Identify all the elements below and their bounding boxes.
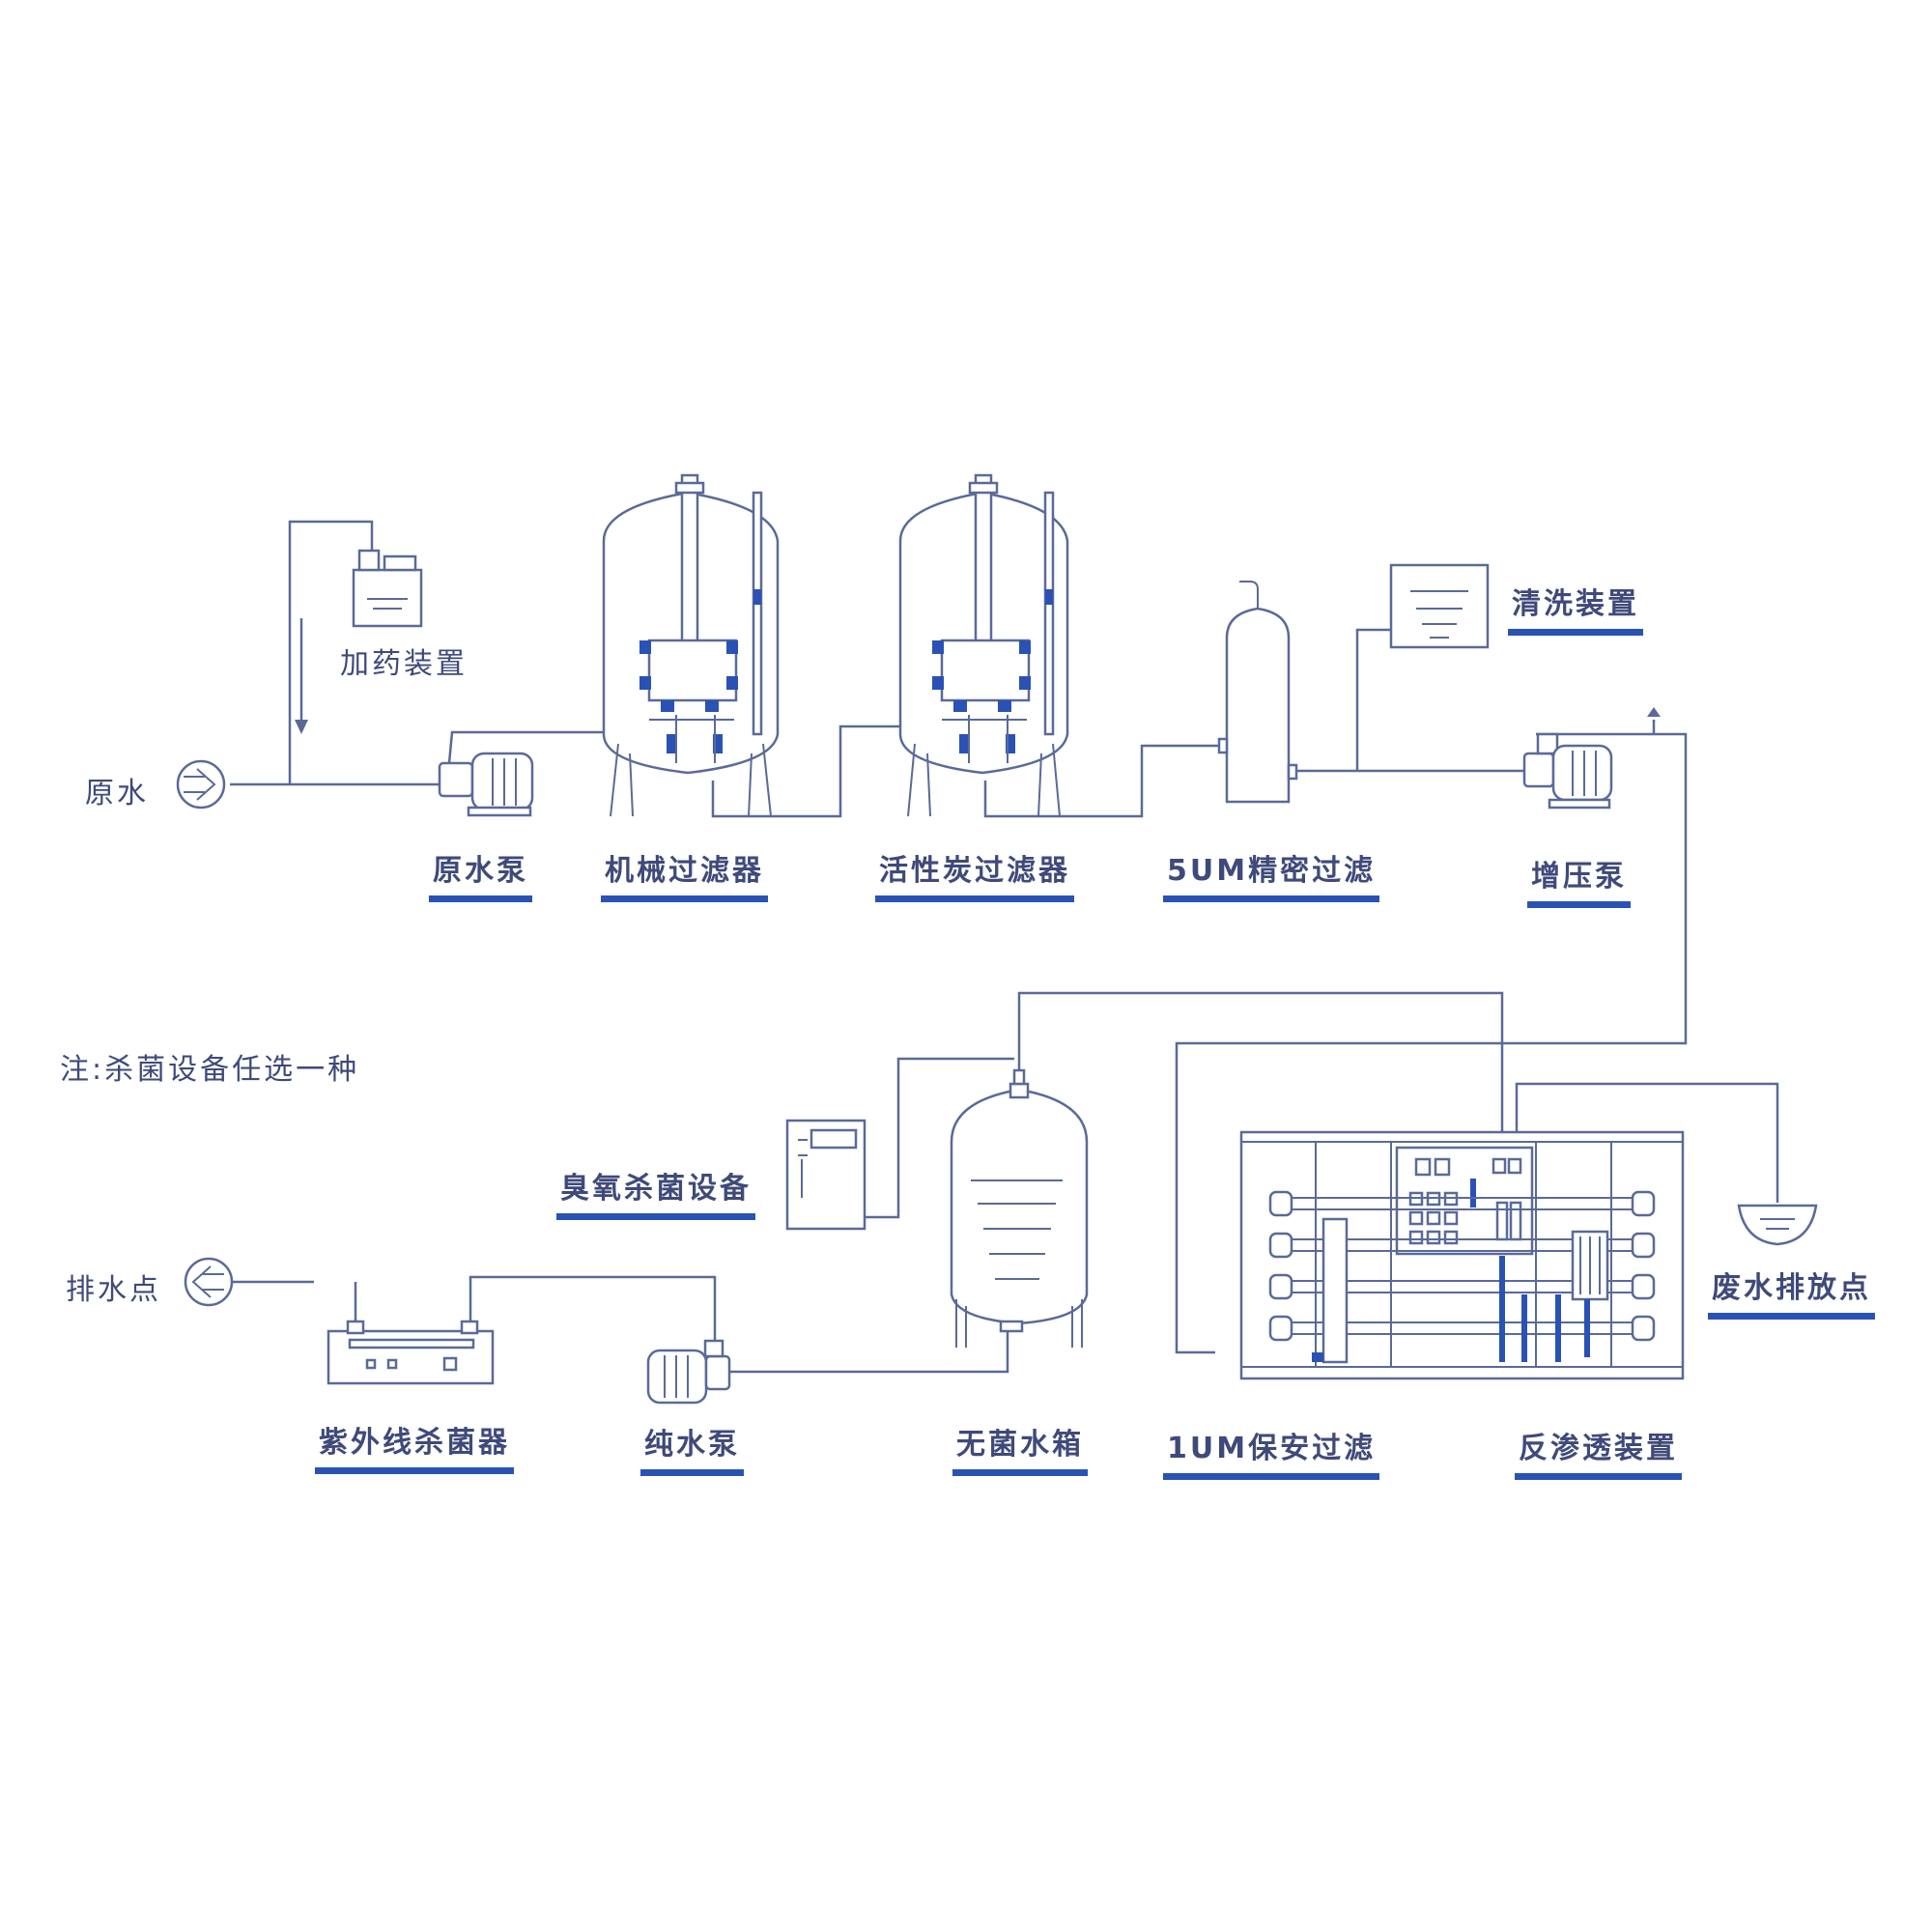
sterile-tank-label: 无菌水箱 [952, 1420, 1088, 1476]
ozone-sterilizer-icon [785, 1119, 867, 1231]
dosing-device-label: 加药装置 [340, 647, 468, 681]
ozone-sterilizer-label: 臭氧杀菌设备 [556, 1164, 755, 1220]
pure-water-pump-label: 纯水泵 [640, 1420, 744, 1476]
raw-water-pump-icon [438, 752, 534, 817]
mechanical-filter-label: 机械过滤器 [601, 846, 768, 902]
raw-water-inlet-icon [176, 759, 226, 810]
uv-sterilizer-label: 紫外线杀菌器 [315, 1418, 514, 1474]
flow-lines [230, 520, 1779, 1374]
security-filter-1um-label: 1UM保安过滤 [1162, 1424, 1380, 1480]
booster-pump-icon [1522, 732, 1613, 810]
uv-sterilizer-icon [327, 1320, 495, 1385]
mechanical-filter-icon [602, 473, 780, 817]
ro-device-icon [1239, 1130, 1685, 1380]
waste-discharge-label: 废水排放点 [1708, 1264, 1875, 1320]
raw-water-pump-label: 原水泵 [429, 846, 532, 902]
ro-device-label: 反渗透装置 [1515, 1424, 1682, 1480]
raw-water-label: 原水 [85, 777, 149, 810]
note-label: 注:杀菌设备任选一种 [60, 1053, 360, 1087]
booster-pump-label: 增压泵 [1527, 852, 1631, 908]
sterile-tank-icon [950, 1068, 1089, 1348]
cleaning-device-label: 清洗装置 [1508, 580, 1643, 636]
precision-filter-5um-label: 5UM精密过滤 [1162, 846, 1380, 902]
carbon-filter-label: 活性炭过滤器 [875, 846, 1074, 902]
cleaning-device-icon [1389, 563, 1490, 649]
dosing-device-icon [352, 549, 423, 628]
drain-point-label: 排水点 [66, 1273, 161, 1307]
carbon-filter-icon [898, 473, 1069, 817]
precision-filter-5um-icon [1217, 581, 1298, 804]
drain-point-icon [184, 1257, 234, 1307]
waste-discharge-icon [1737, 1204, 1818, 1246]
pure-water-pump-icon [646, 1339, 731, 1405]
